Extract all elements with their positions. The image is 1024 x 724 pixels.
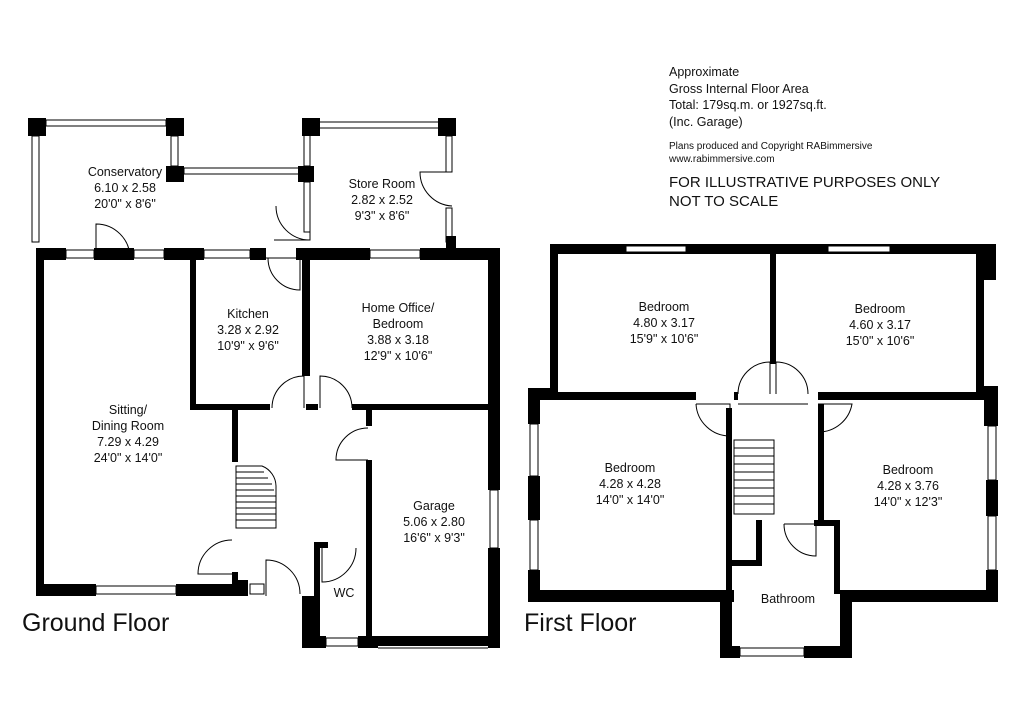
first-interior-walls [550, 254, 984, 594]
sitting-room-name-2: Dining Room [92, 419, 164, 433]
sitting-room-name-1: Sitting/ [109, 403, 148, 417]
store-room-walls [274, 118, 456, 248]
conservatory-posts [28, 118, 314, 182]
conservatory-glazing [31, 119, 301, 259]
ground-door-swings [95, 223, 369, 596]
copyright-credit: Plans produced and Copyright RABimmersiv… [669, 141, 872, 166]
area-line-gross: Gross Internal Floor Area [669, 81, 809, 96]
floor-area-summary: Approximate Gross Internal Floor Area To… [669, 64, 827, 130]
first-floor-title: First Floor [524, 609, 637, 637]
first-floor-plan [528, 244, 998, 658]
credit-website: www.rabimmersive.com [669, 153, 775, 165]
conservatory-imperial: 20'0" x 8'6" [94, 197, 156, 211]
kitchen-name: Kitchen [227, 307, 269, 321]
ground-interior-walls [190, 260, 488, 648]
bedroom-2-metric: 4.60 x 3.17 [849, 318, 911, 332]
sitting-room-metric: 7.29 x 4.29 [97, 435, 159, 449]
ground-windows [95, 249, 499, 647]
store-room-name: Store Room [349, 177, 416, 191]
wc-name: WC [334, 586, 355, 600]
conservatory-name: Conservatory [88, 165, 163, 179]
home-office-name-1: Home Office/ [362, 301, 435, 315]
room-labels: Conservatory 6.10 x 2.58 20'0" x 8'6" St… [88, 165, 942, 606]
store-room-imperial: 9'3" x 8'6" [355, 209, 410, 223]
disclaimer-line-1: FOR ILLUSTRATIVE PURPOSES ONLY [669, 174, 941, 191]
bedroom-3-imperial: 14'0" x 14'0" [596, 493, 665, 507]
first-door-swings [695, 361, 853, 557]
ground-floor-title: Ground Floor [22, 609, 169, 637]
home-office-name-2: Bedroom [373, 317, 424, 331]
disclaimer: FOR ILLUSTRATIVE PURPOSES ONLY NOT TO SC… [669, 174, 940, 211]
garage-imperial: 16'6" x 9'3" [403, 531, 465, 545]
bedroom-4-name: Bedroom [883, 463, 934, 477]
first-stairs [733, 439, 775, 515]
bedroom-2-name: Bedroom [855, 302, 906, 316]
home-office-imperial: 12'9" x 10'6" [364, 349, 433, 363]
garage-name: Garage [413, 499, 455, 513]
kitchen-imperial: 10'9" x 9'6" [217, 339, 279, 353]
bedroom-3-name: Bedroom [605, 461, 656, 475]
bedroom-4-imperial: 14'0" x 12'3" [874, 495, 943, 509]
bedroom-1-imperial: 15'9" x 10'6" [630, 332, 699, 346]
disclaimer-line-2: NOT TO SCALE [669, 192, 779, 210]
area-line-total: Total: 179sq.m. or 1927sq.ft. [669, 98, 827, 112]
bedroom-1-name: Bedroom [639, 300, 690, 314]
bathroom-name: Bathroom [761, 592, 815, 606]
bedroom-4-metric: 4.28 x 3.76 [877, 479, 939, 493]
bedroom-2-imperial: 15'0" x 10'6" [846, 334, 915, 348]
ground-outer-walls [36, 248, 500, 648]
store-room-metric: 2.82 x 2.52 [351, 193, 413, 207]
conservatory-metric: 6.10 x 2.58 [94, 181, 156, 195]
credit-line: Plans produced and Copyright RABimmersiv… [669, 141, 873, 152]
kitchen-metric: 3.28 x 2.92 [217, 323, 279, 337]
sitting-room-imperial: 24'0" x 14'0" [94, 451, 163, 465]
area-line-garage: (Inc. Garage) [669, 114, 743, 129]
area-line-approximate: Approximate [669, 65, 740, 79]
ground-floor-plan [28, 118, 500, 649]
bedroom-3-metric: 4.28 x 4.28 [599, 477, 661, 491]
first-windows [529, 245, 997, 657]
garage-door [378, 643, 488, 649]
garage-metric: 5.06 x 2.80 [403, 515, 465, 529]
home-office-metric: 3.88 x 3.18 [367, 333, 429, 347]
bedroom-1-metric: 4.80 x 3.17 [633, 316, 695, 330]
ground-stairs [235, 465, 277, 529]
